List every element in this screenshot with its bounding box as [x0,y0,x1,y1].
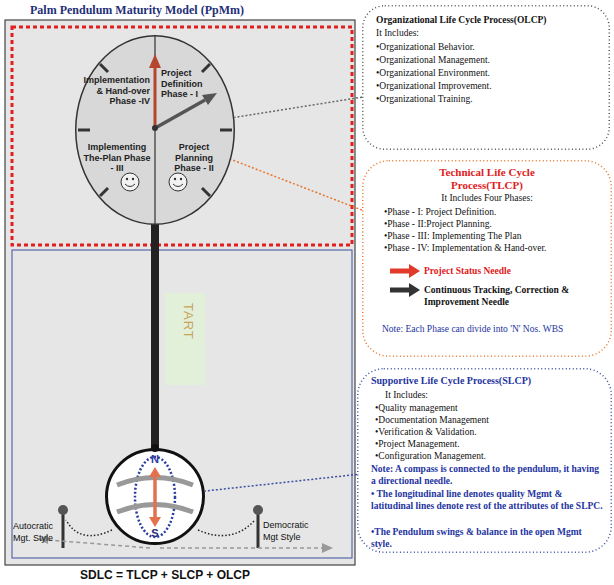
olcp-frame [12,27,352,245]
tlcp-callout: Technical Life Cycle Process(TLCP)It Inc… [362,160,612,357]
legend-text: Continuous Tracking, Correction & Improv… [424,284,604,308]
band-label: TART [176,303,196,340]
callout-text: •Organizational Improvement. [376,80,601,93]
compass-point: S [148,527,162,539]
callout-text: Note: Each Phase can divide into 'N' Nos… [382,323,607,335]
callout-text: •Phase - I: Project Definition. [384,206,609,219]
style-pin [62,512,65,548]
phase-label: Implementing The-Plan Phase - III [81,142,153,174]
style-pin-head [58,505,68,515]
callout-text: •Phase - IV: Implementation & Hand-over. [384,242,609,255]
callout-connector [234,97,362,117]
tart-band-shape [165,293,205,385]
callout-text: •The Pendulum swings & balance in the op… [371,526,603,550]
tart-band: TART [165,293,205,385]
callout-text: • The longitudinal line denotes quality … [371,488,603,512]
olcp-callout-shape [363,6,610,150]
callout-text: •Organizational Training. [376,93,601,106]
compass-point: N [148,453,162,465]
callout-text: Organizational Life Cycle Process(OLCP) [376,14,604,27]
olcp-callout: Organizational Life Cycle Process(OLCP)I… [362,5,610,150]
callout-connector [231,159,362,210]
phase-label: Implementation & Hand-over Phase -IV [80,75,150,107]
callout-text: •Phase - III: Implementing The Plan [384,230,609,243]
swing-arc [198,520,255,536]
callout-text: Note: A compass is connected to the pend… [371,463,603,487]
swing-arrow [48,540,150,548]
callout-text: •Configuration Management. [375,450,605,463]
tlcp-callout-shape [363,161,612,357]
callout-text: •Project Management. [375,438,605,451]
compass-bob: NS [105,448,205,545]
swing-arrow-head [322,543,333,553]
phase-label: Project Planning Phase - II [163,142,225,174]
model-panel [5,20,355,565]
compass-bob-shape [107,450,204,544]
legend-text: Project Status Needle [424,265,604,277]
style-pin-head [253,505,263,515]
slcp-frame [12,250,352,558]
callout-text: •Documentation Management [375,414,605,427]
swing-arrow [160,547,322,549]
callout-text: It Includes: [385,389,585,402]
callout-text: •Quality management [375,402,605,415]
callout-text: Supportive Life Cycle Process(SLCP) [371,375,606,387]
callout-text: •Organizational Environment. [376,67,601,80]
slcp-callout-shape [358,369,612,553]
phase-clock: Implementation & Hand-over Phase -IV Proj… [75,35,235,225]
callout-text: It Includes: [376,27,576,40]
callout-text: It Includes Four Phases: [392,192,582,205]
phase-clock-shape [76,36,235,225]
slcp-callout: Supportive Life Cycle Process(SLCP) It In… [357,368,612,553]
callout-text: •Phase - II:Project Planning. [384,218,609,231]
callout-text: •Organizational Management. [376,54,601,67]
formula-text: SDLC = TLCP + SLCP + OLCP [40,568,290,582]
management-style-label: Autocratic Mgt. Style [13,520,63,544]
swing-arc [66,520,112,536]
callout-text: •Verification & Validation. [375,426,605,439]
callout-text: •Organizational Behavior. [376,41,601,54]
phase-clock-outline [75,35,235,225]
diagram-title: Palm Pendulum Maturity Model (PpMm) [30,3,350,17]
callout-connector [205,474,357,491]
pendulum-rod [151,222,159,450]
management-style-label: Democratic Mgt Style [263,519,318,543]
phase-label: Project Definition Phase - I [161,68,217,100]
callout-text: Technical Life Cycle Process(TLCP) [417,166,557,191]
style-pin [257,512,260,548]
